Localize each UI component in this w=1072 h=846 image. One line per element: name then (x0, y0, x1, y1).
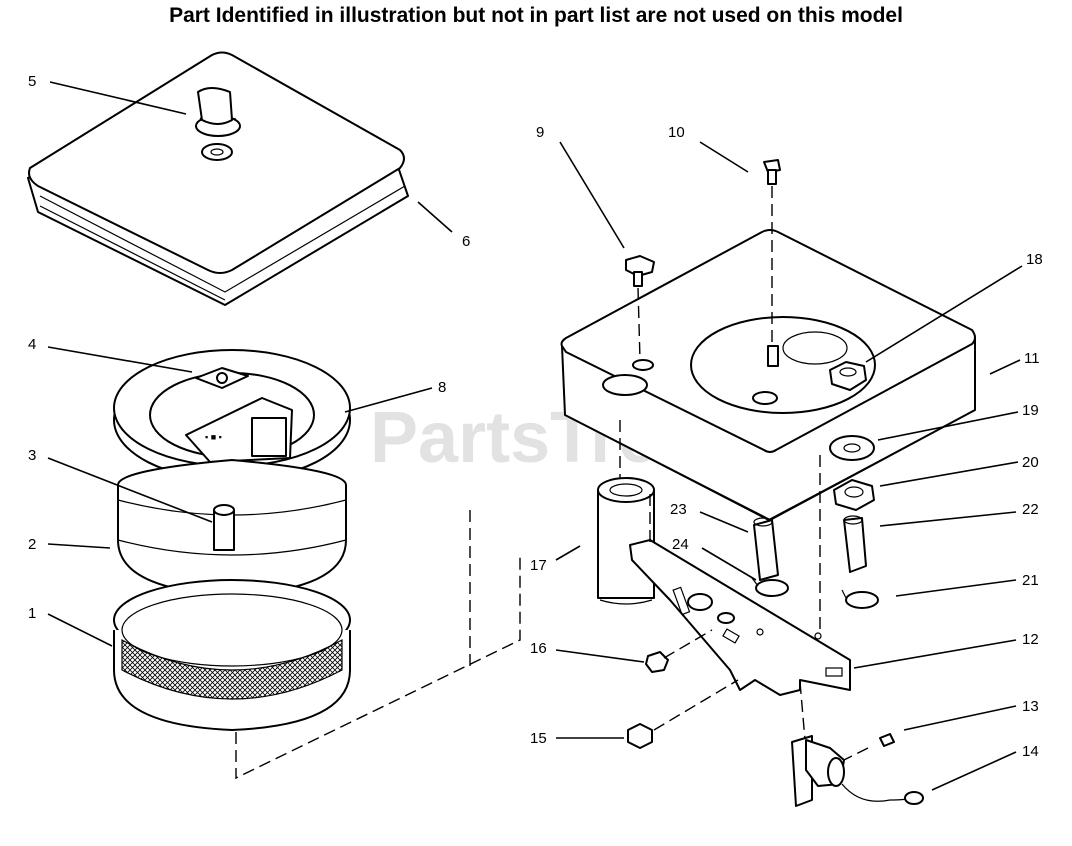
part-14-switch[interactable] (791, 735, 924, 807)
part-18-nut[interactable] (829, 361, 867, 391)
part-3-tube[interactable] (213, 504, 235, 551)
part-12-bracket[interactable] (629, 539, 851, 696)
part-20-nut[interactable] (833, 479, 875, 511)
part-22-hose[interactable] (843, 515, 867, 573)
callout-14: 14 (1022, 743, 1039, 760)
callout-16: 16 (530, 640, 547, 657)
callout-23: 23 (670, 501, 687, 518)
part-10-screw[interactable] (763, 159, 781, 185)
part-24-clamp[interactable] (751, 577, 789, 597)
part-19-washer[interactable] (829, 435, 875, 461)
callout-3: 3 (28, 447, 36, 464)
callout-4: 4 (28, 336, 36, 353)
callout-9: 9 (536, 124, 544, 141)
part-9-bolt[interactable] (625, 255, 655, 287)
part-17-tube[interactable] (597, 477, 655, 605)
part-6-cover[interactable] (27, 51, 409, 306)
callout-15: 15 (530, 730, 547, 747)
stud-icon (767, 345, 779, 367)
callout-24: 24 (672, 536, 689, 553)
callout-21: 21 (1022, 572, 1039, 589)
callout-1: 1 (28, 605, 36, 622)
callout-13: 13 (1022, 698, 1039, 715)
callout-2: 2 (28, 536, 36, 553)
diagram-header-note: Part Identified in illustration but not … (169, 4, 903, 27)
part-15-nut[interactable] (627, 723, 653, 749)
part-8-top-plate[interactable]: ▪ ■ ▪ (113, 349, 351, 481)
callout-12: 12 (1022, 631, 1039, 648)
part-16-nut[interactable] (645, 651, 669, 673)
callout-20: 20 (1022, 454, 1039, 471)
callout-18: 18 (1026, 251, 1043, 268)
callout-19: 19 (1022, 402, 1039, 419)
callout-8: 8 (438, 379, 446, 396)
part-5-knob[interactable] (195, 87, 241, 137)
callout-17: 17 (530, 557, 547, 574)
callout-6: 6 (462, 233, 470, 250)
part-1-filter[interactable] (113, 579, 351, 731)
svg-text:▪ ■ ▪: ▪ ■ ▪ (205, 432, 222, 442)
callout-10: 10 (668, 124, 685, 141)
callout-5: 5 (28, 73, 36, 90)
part-13-screw[interactable] (879, 733, 895, 747)
part-21-clamp[interactable] (841, 589, 879, 609)
part-4-wing-nut[interactable] (195, 367, 249, 389)
callout-11: 11 (1024, 350, 1040, 367)
callout-22: 22 (1022, 501, 1039, 518)
part-23-hose[interactable] (753, 517, 779, 581)
